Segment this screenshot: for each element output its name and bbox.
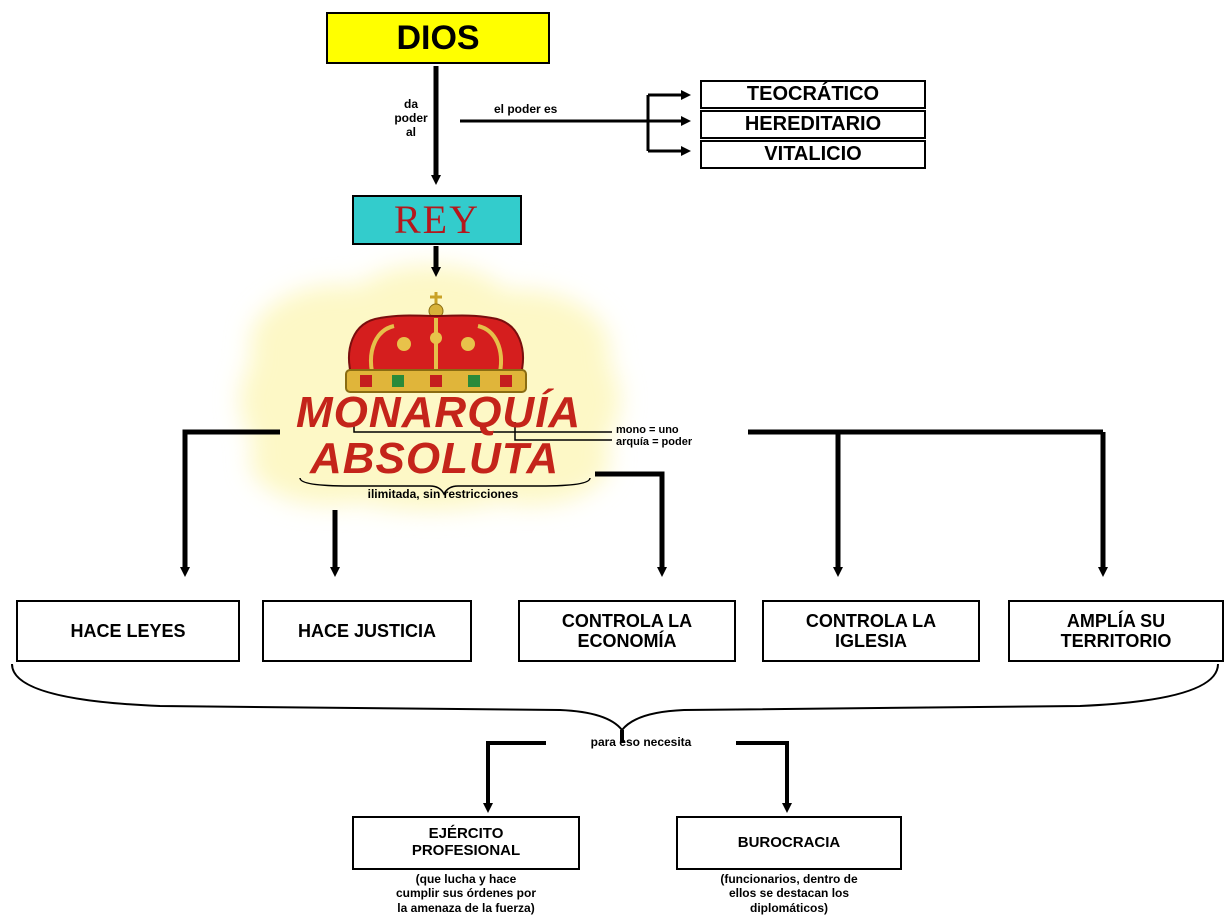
function-label: CONTROLA LA: [561, 610, 693, 631]
monarquia-title: MONARQUÍA: [296, 388, 582, 437]
rey-box: REY: [352, 195, 522, 245]
power-type-hereditario: HEREDITARIO: [700, 110, 926, 139]
burocracia-desc-line: diplomáticos): [749, 900, 828, 915]
ejercito-desc-line: la amenaza de la fuerza): [397, 900, 535, 915]
function-label: AMPLÍA SU: [1066, 610, 1166, 631]
power-type-teocratico: TEOCRÁTICO: [700, 80, 926, 109]
needs-lines: [483, 730, 792, 813]
arquia-label: arquía = poder: [616, 436, 693, 448]
ejercito-desc-line: cumplir sus órdenes por: [395, 886, 537, 901]
small-brace: [299, 477, 591, 496]
ejercito-label: PROFESIONAL: [411, 842, 521, 859]
ejercito-desc-line: (que lucha y hace: [415, 872, 517, 886]
ejercito-label: EJÉRCITO: [428, 825, 504, 843]
da-poder-al-label: da poder al: [384, 97, 438, 139]
function-controla-iglesia: CONTROLA LA IGLESIA: [762, 600, 980, 662]
function-hace-leyes: HACE LEYES: [16, 600, 240, 662]
function-label: HACE JUSTICIA: [297, 620, 436, 641]
da-poder-al-line: da: [403, 97, 418, 111]
dios-box: DIOS: [326, 12, 550, 64]
burocracia-desc-line: (funcionarios, dentro de: [720, 872, 858, 886]
etymology-lines: [353, 422, 612, 441]
ejercito-description: (que lucha y hace cumplir sus órdenes po…: [352, 872, 580, 915]
function-label: TERRITORIO: [1060, 631, 1172, 651]
function-label: ECONOMÍA: [577, 631, 677, 651]
da-poder-al-line: al: [405, 124, 416, 139]
function-controla-economia: CONTROLA LA ECONOMÍA: [518, 600, 736, 662]
burocracia-description: (funcionarios, dentro de ellos se destac…: [676, 872, 902, 915]
ejercito-profesional-box: EJÉRCITO PROFESIONAL: [352, 816, 580, 870]
burocracia-desc-line: ellos se destacan los: [728, 886, 850, 901]
power-type-vitalicio: VITALICIO: [700, 140, 926, 169]
da-poder-al-line: poder: [394, 110, 428, 125]
function-amplia-territorio: AMPLÍA SU TERRITORIO: [1008, 600, 1224, 662]
para-eso-necesita-label: para eso necesita: [590, 735, 692, 749]
crown-icon: [345, 292, 527, 393]
function-branch-lines: [180, 429, 1108, 577]
power-branch-lines: [460, 90, 691, 156]
large-brace: [11, 663, 1219, 732]
function-hace-justicia: HACE JUSTICIA: [262, 600, 472, 662]
absoluta-title: ABSOLUTA: [310, 434, 560, 483]
el-poder-es-label: el poder es: [494, 102, 558, 116]
ilimitada-label: ilimitada, sin restricciones: [367, 487, 519, 501]
burocracia-box: BUROCRACIA: [676, 816, 902, 870]
function-label: IGLESIA: [834, 631, 907, 651]
mono-label: mono = uno: [616, 424, 679, 436]
function-label: CONTROLA LA: [805, 610, 937, 631]
function-label: HACE LEYES: [70, 620, 186, 641]
